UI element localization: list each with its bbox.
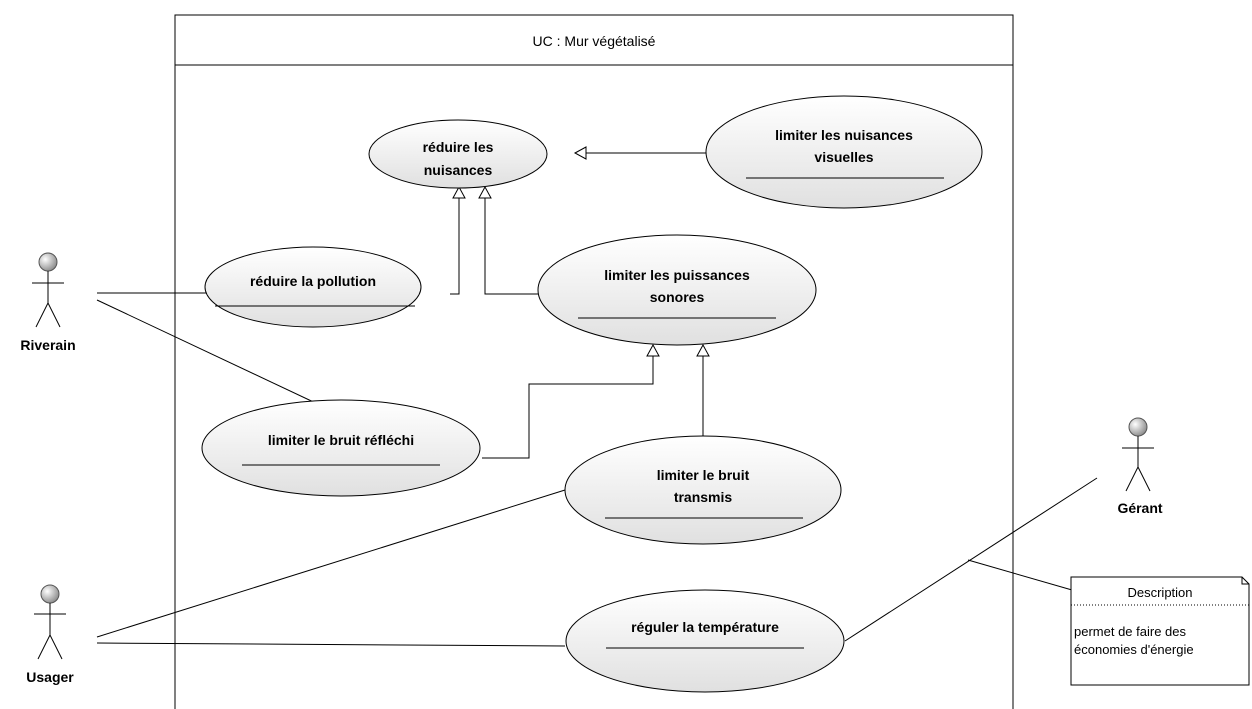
use-case-reguler-temperature[interactable]: réguler la température bbox=[565, 589, 845, 693]
use-case-label: limiter les puissances bbox=[604, 267, 750, 283]
actor-gerant[interactable]: Gérant bbox=[1117, 417, 1163, 516]
use-case-limiter-bruit-reflechi[interactable]: limiter le bruit réfléchi bbox=[201, 399, 481, 497]
generalization-arrow bbox=[696, 343, 710, 357]
actor-riverain[interactable]: Riverain bbox=[20, 252, 76, 353]
note-anchor-line bbox=[967, 559, 1073, 591]
use-case-label: limiter le bruit réfléchi bbox=[268, 432, 414, 448]
use-case-limiter-bruit-transmis[interactable]: limiter le bruit transmis bbox=[564, 435, 842, 545]
assoc-usager-transmis bbox=[96, 489, 566, 638]
assoc-gerant-temperature bbox=[844, 477, 1098, 642]
use-case-label: limiter les nuisances bbox=[775, 127, 913, 143]
assoc-usager-temperature bbox=[96, 642, 566, 647]
stick-figure-icon bbox=[32, 252, 64, 328]
generalization-arrow bbox=[452, 185, 466, 199]
generalization-arrow bbox=[573, 146, 587, 160]
generalizations bbox=[450, 146, 710, 459]
generalization-arrow bbox=[478, 185, 492, 199]
actor-label: Riverain bbox=[20, 337, 75, 353]
description-note[interactable]: Description permet de faire des économie… bbox=[1070, 576, 1250, 686]
note-title: Description bbox=[1127, 585, 1192, 600]
actor-label: Gérant bbox=[1117, 500, 1162, 516]
use-case-label: réduire les bbox=[423, 139, 494, 155]
use-case-limiter-nuisances-visuelles[interactable]: limiter les nuisances visuelles bbox=[705, 95, 983, 209]
use-case-label: réduire la pollution bbox=[250, 273, 376, 289]
use-case-label: visuelles bbox=[814, 149, 873, 165]
generalization-arrow bbox=[646, 343, 660, 357]
note-line: permet de faire des bbox=[1074, 624, 1187, 639]
system-title: UC : Mur végétalisé bbox=[533, 33, 656, 49]
actor-label: Usager bbox=[26, 669, 74, 685]
note-line: économies d'énergie bbox=[1074, 642, 1194, 657]
use-case-label: transmis bbox=[674, 489, 733, 505]
stick-figure-icon bbox=[1122, 417, 1154, 492]
use-case-limiter-puissances-sonores[interactable]: limiter les puissances sonores bbox=[537, 234, 817, 346]
stick-figure-icon bbox=[34, 584, 66, 660]
use-case-label: nuisances bbox=[424, 162, 493, 178]
assoc-riverain-reflechi bbox=[96, 299, 323, 407]
use-case-label: sonores bbox=[650, 289, 705, 305]
use-case-reduire-pollution[interactable]: réduire la pollution bbox=[204, 246, 422, 328]
associations bbox=[96, 292, 1098, 647]
folded-corner-icon bbox=[1241, 577, 1249, 585]
use-case-label: limiter le bruit bbox=[657, 467, 750, 483]
use-case-label: réguler la température bbox=[631, 619, 779, 635]
use-case-reduire-nuisances[interactable]: réduire les nuisances bbox=[368, 119, 548, 189]
actor-usager[interactable]: Usager bbox=[26, 584, 74, 685]
